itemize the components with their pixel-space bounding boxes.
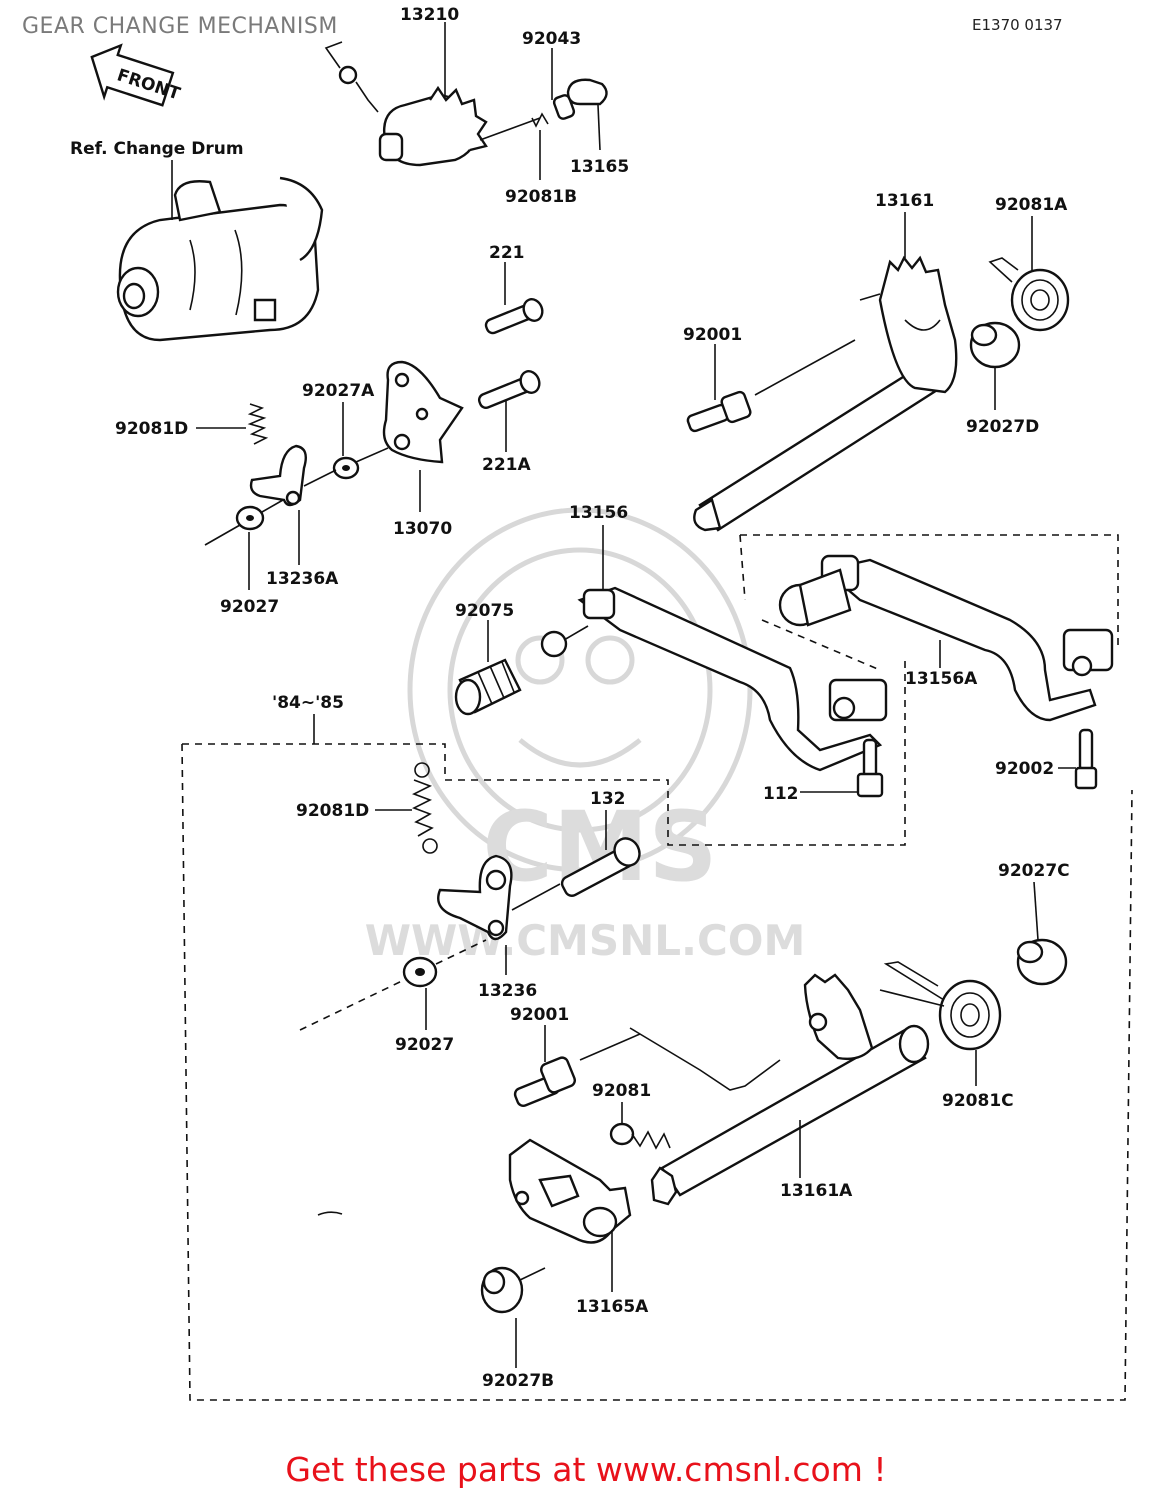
label-92081D-top: 92081D (115, 419, 188, 439)
parts-diagram: CMS WWW.CMSNL.COM FRONT (70, 5, 1133, 1401)
part-92027-washer-bottom (402, 956, 438, 988)
label-221A: 221A (482, 455, 531, 475)
part-92002-bolt (1074, 728, 1098, 790)
leader-lines (171, 22, 1076, 1368)
part-92027-washer-top (235, 505, 265, 531)
part-13156-shift-pedal (540, 586, 888, 772)
label-92027B: 92027B (482, 1371, 554, 1391)
part-13156A-shift-pedal-alt (778, 554, 1114, 722)
part-13161A-shift-shaft (650, 973, 930, 1206)
group-84-85-frame (181, 534, 1133, 1401)
label-92081B: 92081B (505, 187, 577, 207)
label-92002: 92002 (995, 759, 1054, 779)
part-13236A-lever (249, 444, 307, 507)
part-92075-pedal-rubber (454, 658, 522, 716)
watermark-logo-text: CMS (482, 791, 717, 903)
label-92027-bottom: 92027 (395, 1035, 454, 1055)
part-132-bolt (560, 837, 641, 897)
part-221-bolt (484, 298, 544, 335)
part-13210-shift-positioner (324, 41, 541, 167)
label-92027C: 92027C (998, 861, 1070, 881)
label-92081A: 92081A (995, 195, 1068, 215)
part-92081D-spring-bottom (412, 762, 438, 854)
change-drum-reference (116, 176, 324, 342)
part-13165A-plate (508, 1138, 632, 1244)
label-13236: 13236 (478, 981, 537, 1001)
label-92081D-bottom: 92081D (296, 801, 369, 821)
label-112: 112 (763, 784, 799, 804)
part-221A-bolt (477, 370, 541, 409)
part-92027D-collar (969, 321, 1021, 369)
part-92027B-bush (480, 1266, 546, 1314)
label-13156: 13156 (569, 503, 628, 523)
part-92081D-spring-top (247, 403, 269, 445)
footer-link[interactable]: Get these parts at www.cmsnl.com ! (285, 1450, 887, 1489)
label-92075: 92075 (455, 601, 514, 621)
label-132: 132 (590, 789, 626, 809)
label-13070: 13070 (393, 519, 452, 539)
label-13210: 13210 (400, 5, 459, 25)
label-221: 221 (489, 243, 525, 263)
label-13165A: 13165A (576, 1297, 649, 1317)
label-13236A: 13236A (266, 569, 339, 589)
part-92081-spring (609, 1122, 671, 1150)
label-13156A: 13156A (905, 669, 978, 689)
label-13161: 13161 (875, 191, 934, 211)
label-13161A: 13161A (780, 1181, 853, 1201)
part-13165-plate (566, 78, 608, 106)
front-arrow: FRONT (90, 43, 183, 107)
label-92081: 92081 (592, 1081, 651, 1101)
part-92001-bolt-top (686, 339, 856, 433)
label-92081C: 92081C (942, 1091, 1014, 1111)
part-112-bolt (856, 738, 884, 798)
part-92081C-spring (879, 961, 1002, 1051)
part-13161-shift-shaft (693, 255, 958, 532)
part-92081A-spring (988, 257, 1070, 332)
label-92027-top: 92027 (220, 597, 279, 617)
part-92043-pin (531, 94, 576, 128)
part-92001-bolt-bottom (513, 1033, 641, 1107)
watermark-url: WWW.CMSNL.COM (365, 916, 806, 965)
label-92001-top: 92001 (683, 325, 742, 345)
part-13236-lever (437, 854, 561, 941)
label-13165: 13165 (570, 157, 629, 177)
part-92027A-washer (332, 456, 360, 480)
reference-code: E1370 0137 (972, 16, 1063, 34)
label-92001-bottom: 92001 (510, 1005, 569, 1025)
label-92027D: 92027D (966, 417, 1039, 437)
label-ref-change-drum: Ref. Change Drum (70, 139, 244, 159)
label-group-84-85: '84~'85 (272, 693, 344, 713)
page-title: GEAR CHANGE MECHANISM (22, 14, 338, 39)
part-13070-plate (382, 360, 464, 464)
label-92043: 92043 (522, 29, 581, 49)
part-92027C-collar (1016, 938, 1068, 986)
label-92027A: 92027A (302, 381, 375, 401)
watermark-logo: CMS WWW.CMSNL.COM (365, 507, 806, 965)
